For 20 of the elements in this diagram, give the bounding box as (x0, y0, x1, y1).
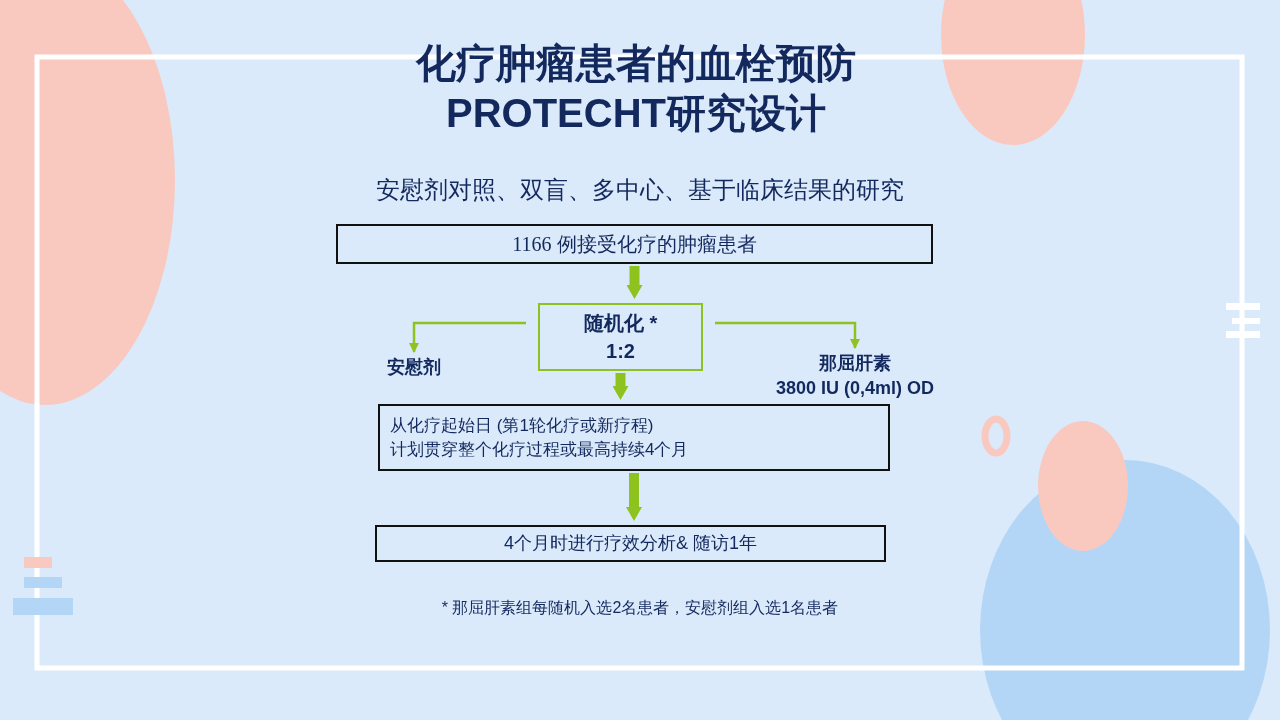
process-box (378, 404, 890, 471)
node-label: 计划贯穿整个化疗过程或最高持续4个月 (390, 438, 689, 461)
node-label: 安慰剂 (387, 356, 441, 380)
subtitle: 安慰剂对照、双盲、多中心、基于临床结果的研究 (376, 176, 904, 203)
process-box (336, 224, 933, 264)
arrow (612, 373, 629, 400)
node-label: 随机化 * 1:2 (582, 311, 659, 364)
node-label: 从化疗起始日 (第1轮化疗或新疗程) (390, 414, 654, 437)
footnote: * 那屈肝素组每随机入选2名患者，安慰剂组入选1名患者 (441, 599, 839, 616)
arrow (409, 321, 526, 353)
process-box (538, 303, 703, 371)
node-label: 3800 IU (0,4ml) OD (775, 377, 935, 400)
title: 化疗肿瘤患者的血栓预防PROTECHT研究设计 (414, 40, 857, 137)
arrow (626, 266, 643, 299)
process-box (375, 525, 886, 562)
arrow (626, 473, 642, 521)
node-label: 1166 例接受化疗的肿瘤患者 (512, 232, 757, 257)
node-label: 4个月时进行疗效分析& 随访1年 (504, 531, 757, 555)
arrow (715, 321, 860, 349)
node-label: 那屈肝素 (819, 351, 891, 375)
